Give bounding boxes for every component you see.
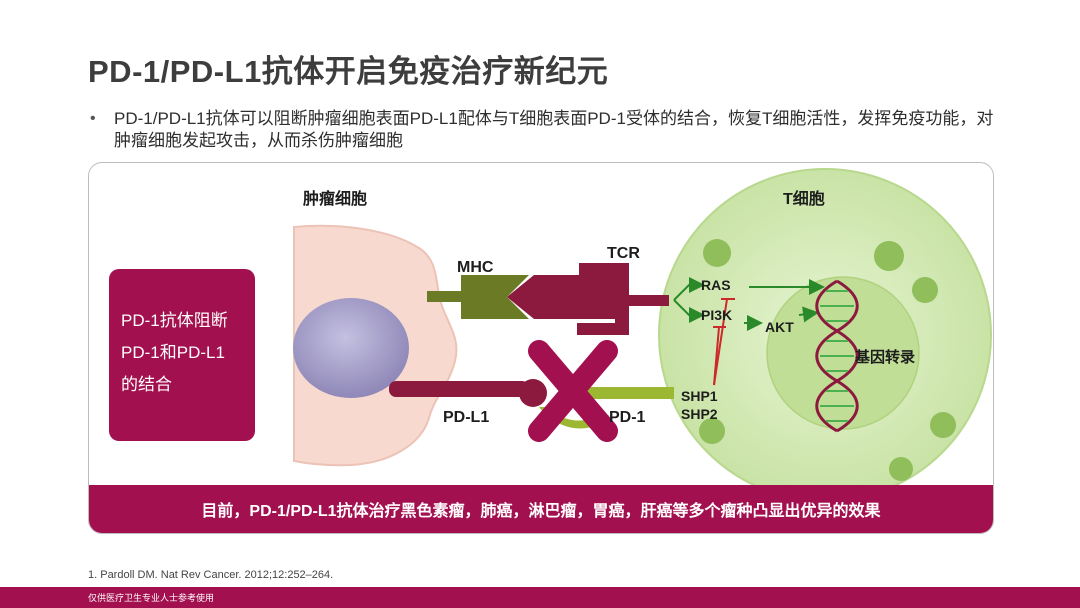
mhc-stalk [427,291,467,302]
tumor-nucleus [293,298,409,398]
bullet-marker: • [90,110,96,127]
footer-bar: 仅供医疗卫生专业人士参考使用 [0,587,1080,608]
mhc-label: MHC [457,259,494,276]
tcr-stalk [629,295,669,306]
t-cell-label: T细胞 [783,191,825,208]
callout-line: 的结合 [121,375,172,394]
tumor-cell-label: 肿瘤细胞 [303,191,368,208]
ras-label: RAS [701,277,731,293]
tcr-label: TCR [607,245,640,262]
pd-1-label: PD-1 [609,409,646,426]
dna-strand-1 [815,279,859,433]
gene-transcription-label: 基因转录 [855,349,916,366]
callout-line: PD-1和PD-L1 [121,343,225,362]
mhc-receptor [461,275,529,319]
shp1-label: SHP1 [681,388,718,404]
reference-footnote: 1. Pardoll DM. Nat Rev Cancer. 2012;12:2… [88,569,334,581]
pd-l1-receptor [389,381,529,397]
block-x-2 [528,340,618,442]
tcr-arrow [507,275,621,319]
efficacy-banner: 目前，PD-1/PD-L1抗体治疗黑色素瘤，肺癌，淋巴瘤，胃癌，肝癌等多个瘤种凸… [89,485,993,533]
pd-l1-label: PD-L1 [443,409,490,426]
bullet-point: • PD-1/PD-L1抗体可以阻断肿瘤细胞表面PD-L1配体与T细胞表面PD-… [90,108,1010,152]
shp2-label: SHP2 [681,406,718,422]
mechanism-diagram: 肿瘤细胞 T细胞 MHC TCR PD-L1 PD-1 RAS PI3K AKT… [88,162,994,534]
page-title: PD-1/PD-L1抗体开启免疫治疗新纪元 [88,54,609,89]
akt-label: AKT [765,319,794,335]
diagram-drawing [293,168,992,502]
pi3k-label: PI3K [701,307,733,323]
antibody-callout: PD-1抗体阻断 PD-1和PD-L1 的结合 [109,269,255,441]
callout-line: PD-1抗体阻断 [121,311,228,330]
tcr-receptor [577,263,629,335]
pd-l1-head [519,379,547,407]
footer-disclaimer: 仅供医疗卫生专业人士参考使用 [88,593,215,603]
dna-strand-2 [815,279,859,433]
bullet-text: PD-1/PD-L1抗体可以阻断肿瘤细胞表面PD-L1配体与T细胞表面PD-1受… [114,109,994,150]
